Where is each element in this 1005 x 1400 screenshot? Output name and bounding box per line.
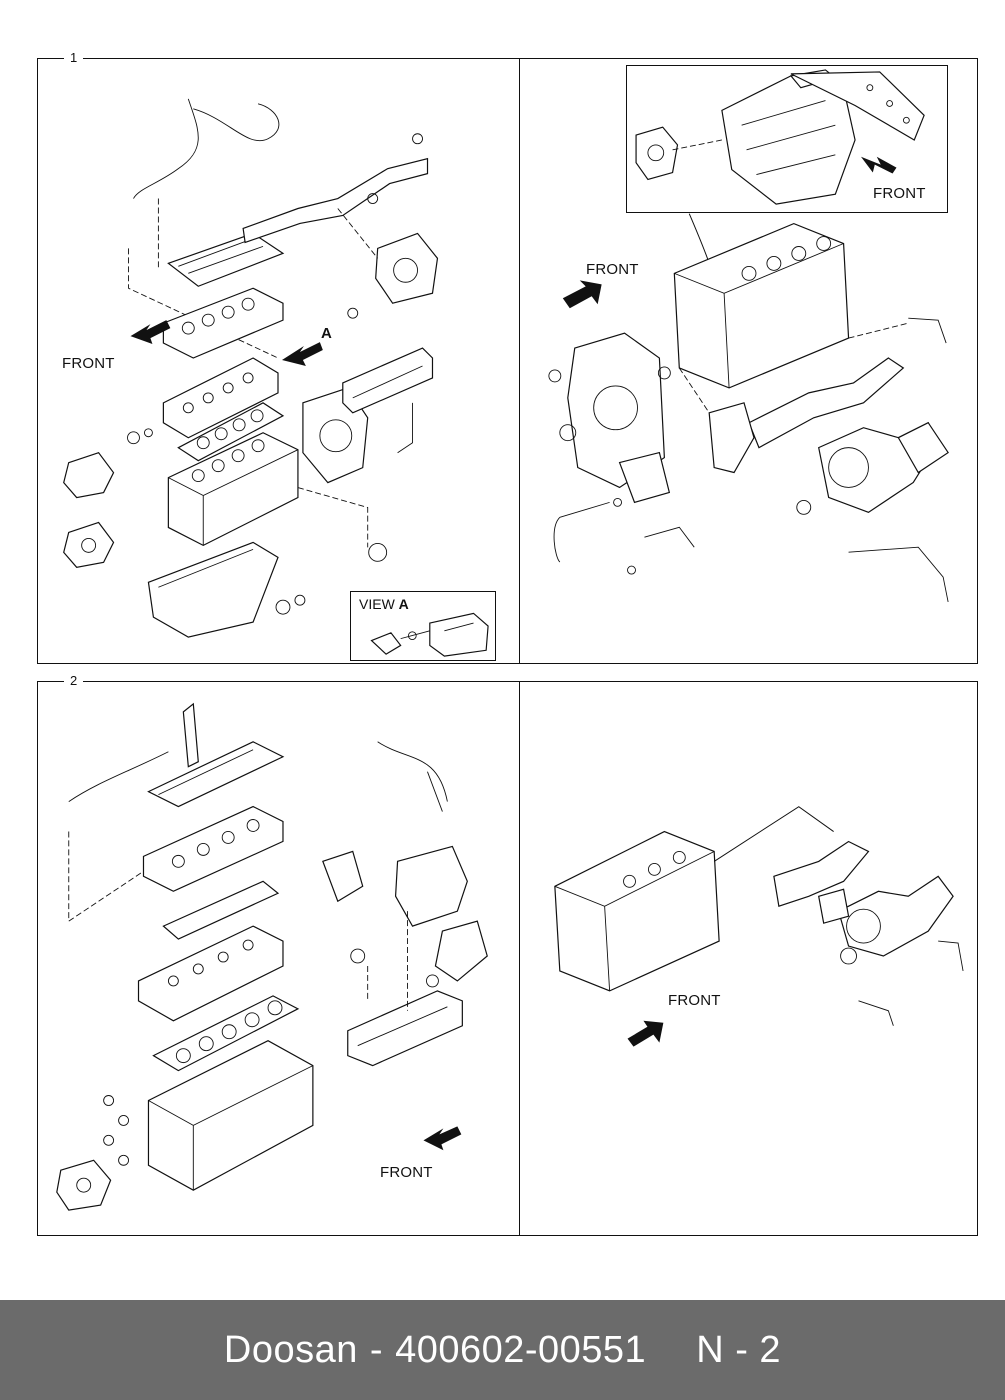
head-gasket	[152, 995, 300, 1072]
exhaust-manifold-right	[748, 357, 905, 449]
cylinder-head	[162, 357, 279, 439]
egr-cooler	[322, 850, 364, 903]
turbocharger	[837, 875, 954, 957]
panel-divider	[519, 59, 520, 663]
panel-group-2: 2	[37, 672, 978, 1236]
cylinder-head-upper	[142, 805, 284, 892]
footer-dash: -	[369, 1328, 384, 1371]
front-arrow-top-shape	[562, 280, 602, 309]
front-label: FRONT	[668, 992, 721, 1009]
head-gasket	[177, 402, 285, 462]
view-callout-letter: A	[321, 325, 332, 342]
view-a-arrow-shape	[281, 342, 323, 366]
water-pump	[63, 521, 115, 568]
egr-elbow	[708, 402, 755, 474]
intake-manifold-drawing	[635, 69, 925, 205]
block-exploded-drawing	[548, 213, 949, 603]
water-pump	[56, 1159, 112, 1211]
valve-cover-gasket	[162, 880, 280, 940]
group-number: 2	[64, 672, 84, 690]
turbocharger	[375, 232, 439, 304]
intake-manifold	[342, 347, 434, 414]
engine-block	[147, 1040, 314, 1191]
view-a-drawing	[370, 612, 489, 657]
front-cover	[63, 451, 115, 499]
oil-pump	[553, 451, 695, 563]
short-block-view: FRONT	[520, 682, 977, 1235]
engine-exploded-drawing	[63, 98, 439, 638]
exploded-engine-view: FRONT A VIEW A	[38, 59, 519, 663]
exhaust-manifold	[773, 840, 870, 908]
view-a-title: VIEW A	[359, 596, 409, 612]
front-label: FRONT	[62, 355, 115, 372]
front-label-top: FRONT	[586, 261, 639, 278]
valve-cover	[147, 741, 285, 808]
intake-manifold-inset: FRONT	[626, 65, 948, 213]
engine-block	[167, 432, 299, 547]
front-label: FRONT	[380, 1164, 433, 1181]
panel-group-1: 1	[37, 49, 978, 664]
oil-pan	[147, 541, 279, 638]
cylinder-head	[137, 925, 284, 1022]
front-arrow-shape	[627, 1020, 664, 1047]
short-block-drawing	[554, 806, 964, 1047]
front-arrow-inset-shape	[860, 156, 897, 174]
turbo-gasket	[818, 888, 850, 924]
footer-brand: Doosan	[223, 1328, 358, 1371]
group-number: 1	[64, 49, 84, 67]
front-arrow-shape	[130, 320, 171, 345]
engine-block-right	[673, 222, 850, 389]
footer-page: N - 2	[696, 1328, 782, 1371]
front-label-inset: FRONT	[873, 185, 926, 202]
footer-bar: Doosan - 400602-00551 N - 2	[0, 1300, 1005, 1400]
head-kit-drawing	[56, 702, 488, 1211]
intake-manifold	[347, 990, 463, 1067]
head-kit-view: FRONT	[38, 682, 519, 1235]
turbocharger-right	[818, 421, 949, 514]
exhaust-manifold	[242, 133, 429, 244]
view-a-inset: VIEW A	[350, 591, 496, 661]
engine-block	[554, 830, 720, 992]
valve-cover	[167, 232, 285, 287]
panel-divider	[519, 682, 520, 1235]
footer-part-number: 400602-00551	[395, 1328, 647, 1371]
egr-elbow	[434, 920, 488, 982]
cylinder-head-upper	[162, 287, 284, 359]
exhaust-manifold	[394, 845, 468, 927]
front-arrow-shape	[423, 1126, 462, 1151]
block-turbo-view: FRONT	[520, 59, 977, 663]
